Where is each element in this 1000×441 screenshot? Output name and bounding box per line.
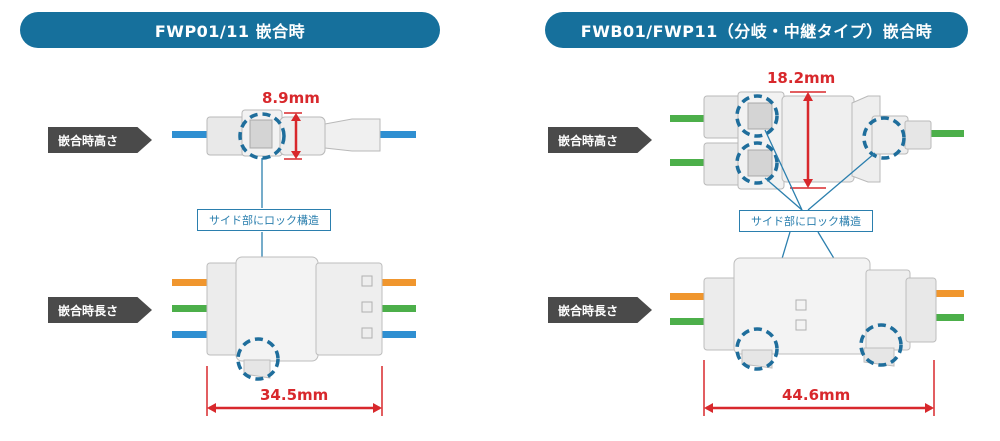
orange-wire (934, 290, 964, 297)
orange-wire (670, 293, 710, 300)
green-wire (934, 314, 964, 321)
left-top-connector (172, 109, 416, 160)
blue-wire (172, 131, 214, 138)
left-lock-callout: サイド部にロック構造 (197, 209, 331, 231)
left-height-dimension: 8.9mm (262, 89, 320, 107)
left-section-header: FWP01/11 嵌合時 (20, 12, 440, 48)
left-length-tag: 嵌合時長さ (48, 297, 152, 323)
left-height-tag: 嵌合時高さ (48, 127, 152, 153)
left-length-dimension: 34.5mm (260, 386, 329, 404)
green-wire (172, 305, 212, 312)
right-section-header: FWB01/FWP11（分岐・中継タイプ）嵌合時 (545, 12, 968, 48)
green-wire (930, 130, 964, 137)
right-lock-callout: サイド部にロック構造 (739, 210, 873, 232)
blue-wire (172, 331, 212, 338)
green-wire (380, 305, 416, 312)
right-length-tag: 嵌合時長さ (548, 297, 652, 323)
green-wire (670, 115, 710, 122)
green-wire (670, 159, 710, 166)
right-height-tag: 嵌合時高さ (548, 127, 652, 153)
right-height-dimension: 18.2mm (767, 69, 836, 87)
blue-wire (380, 331, 416, 338)
left-bottom-connector (172, 256, 416, 381)
orange-wire (172, 279, 212, 286)
orange-wire (380, 279, 416, 286)
green-wire (670, 318, 710, 325)
right-bottom-connector (670, 257, 964, 371)
right-length-dimension: 44.6mm (782, 386, 851, 404)
right-top-connector (670, 91, 964, 190)
blue-wire (380, 131, 416, 138)
